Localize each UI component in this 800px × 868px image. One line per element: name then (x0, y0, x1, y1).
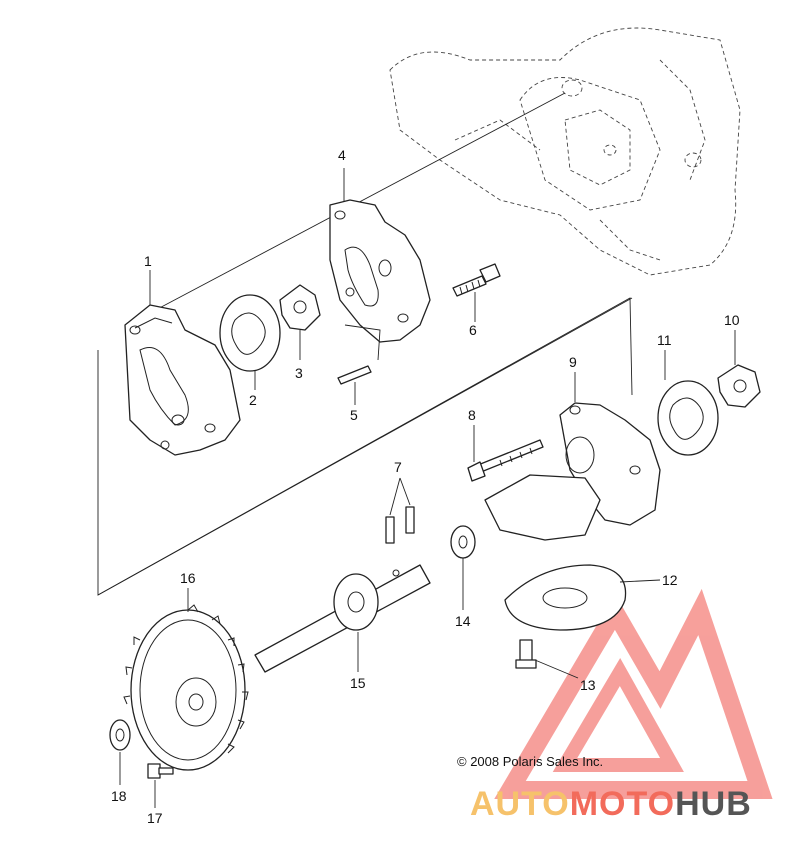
callout-leaders (119, 168, 736, 808)
part-17-bolt (147, 763, 174, 779)
part-2-outer-rotor (219, 294, 281, 372)
callout-9: 9 (569, 354, 577, 370)
engine-case-outline (389, 27, 741, 276)
part-18-washer (109, 719, 131, 751)
watermark-auto: AUTO (470, 785, 570, 823)
part-12-screen-plate (504, 564, 627, 631)
svg-text:AUTOMOTOHUB: AUTOMOTOHUB (470, 785, 752, 823)
part-11-outer-rotor (657, 380, 719, 456)
callout-12: 12 (662, 572, 678, 588)
copyright-notice: © 2008 Polaris Sales Inc. (457, 754, 603, 769)
part-3-inner-rotor (279, 284, 321, 331)
callout-17: 17 (147, 810, 163, 826)
part-13-small-bolt (515, 639, 537, 669)
callout-2: 2 (249, 392, 257, 408)
callout-1: 1 (144, 253, 152, 269)
watermark-moto: MOTO (570, 785, 675, 823)
watermark-logo (494, 588, 773, 799)
callout-7: 7 (394, 459, 402, 475)
callout-16: 16 (180, 570, 196, 586)
part-4-pump-cover (329, 199, 431, 343)
part-10-inner-rotor (717, 364, 761, 408)
callout-8: 8 (468, 407, 476, 423)
callout-3: 3 (295, 365, 303, 381)
callout-15: 15 (350, 675, 366, 691)
part-6-screw (452, 263, 501, 297)
callout-6: 6 (469, 322, 477, 338)
callout-labels: 1 2 3 4 5 6 7 8 9 10 11 12 13 14 15 16 1… (111, 147, 740, 826)
part-15-shaft (254, 564, 431, 673)
callout-18: 18 (111, 788, 127, 804)
part-9-pump-housing (484, 402, 661, 541)
callout-11: 11 (657, 332, 672, 348)
part-1-pump-body (124, 304, 241, 456)
callout-13: 13 (580, 677, 596, 693)
callout-5: 5 (350, 407, 358, 423)
part-8-bolt (467, 439, 544, 482)
callout-14: 14 (455, 613, 471, 629)
callout-10: 10 (724, 312, 740, 328)
watermark-text: AUTOMOTOHUB (470, 785, 752, 823)
part-16-gear (123, 604, 249, 771)
part-7-pins (385, 506, 415, 544)
callout-4: 4 (338, 147, 346, 163)
part-5-dowel-pin (337, 324, 381, 385)
part-14-washer (450, 525, 476, 559)
watermark-hub: HUB (675, 785, 752, 823)
